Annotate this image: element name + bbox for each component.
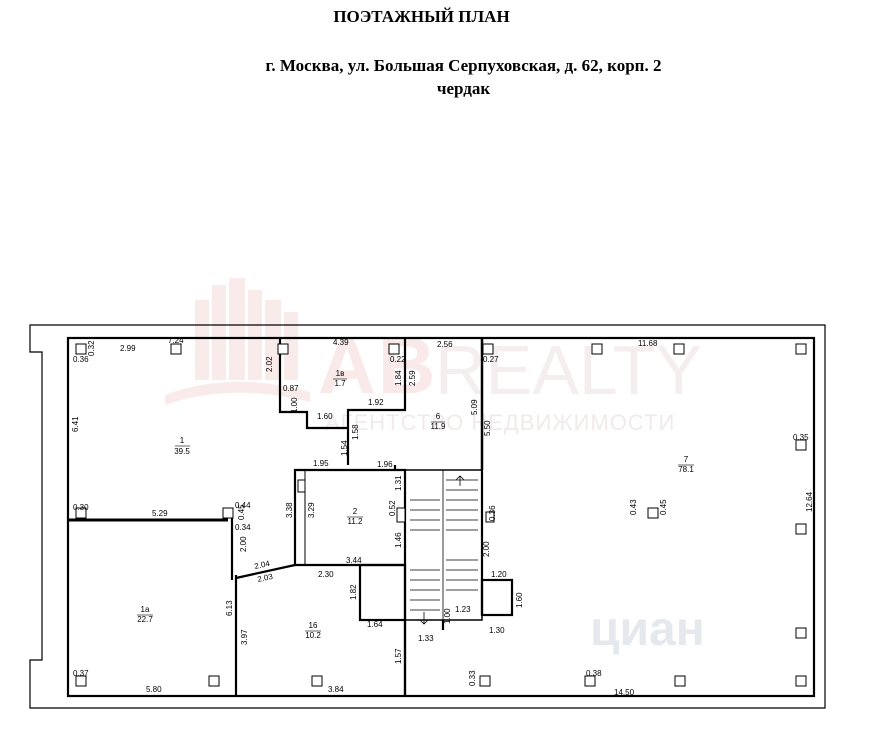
watermark-realty: REALTY [435, 331, 703, 409]
dim-label: 3.29 [307, 502, 316, 518]
dim-label: 0.43 [629, 499, 638, 515]
dim-label: 2.02 [265, 356, 274, 372]
dim-label: 1.57 [394, 648, 403, 664]
room-1v-area: 1.7 [334, 379, 346, 388]
dim-label: 1.95 [313, 459, 329, 468]
room-16-number: 16 [309, 621, 318, 630]
dim-label: 0.52 [388, 500, 397, 516]
dim-label: 0.33 [468, 670, 477, 686]
dim-label: 0.30 [73, 503, 89, 512]
dim-label: 2.30 [318, 570, 334, 579]
dim-label: 0.32 [87, 340, 96, 356]
room-1-number: 1 [180, 436, 185, 445]
dim-label: 2.59 [408, 370, 417, 386]
dim-label: 0.45 [659, 499, 668, 515]
dim-label: 0.87 [283, 384, 299, 393]
building-outline [29, 324, 826, 709]
dim-label: 5.80 [146, 685, 162, 694]
dim-label: 1.00 [443, 608, 452, 624]
dimension-labels: 2.99 7.24 4.39 2.56 11.68 6.41 2.02 0.87… [71, 336, 814, 697]
dim-label: 3.97 [240, 629, 249, 645]
dim-label: 5.09 [470, 399, 479, 415]
room-7-area: 78.1 [678, 465, 694, 474]
dim-label: 6.41 [71, 416, 80, 432]
dim-label: 1.00 [290, 397, 299, 413]
dim-label: 0.27 [483, 355, 499, 364]
dim-label: 5.29 [152, 509, 168, 518]
walls [66, 336, 816, 698]
room-7-number: 7 [684, 455, 689, 464]
dim-label: 1.60 [515, 592, 524, 608]
columns [75, 343, 807, 687]
dim-label: 1.58 [351, 424, 360, 440]
dim-label: 2.00 [482, 541, 491, 557]
room-labels: 1 39.5 1а 22.7 1в 1.7 2 11.2 6 11.9 7 78… [137, 369, 694, 640]
dim-label: 1.33 [418, 634, 434, 643]
dim-label: 6.13 [225, 600, 234, 616]
dim-label: 0.22 [390, 355, 406, 364]
dim-label: 2.56 [437, 340, 453, 349]
dim-label: 0.34 [235, 523, 251, 532]
dim-label: 14.50 [614, 688, 635, 697]
dim-label: 2.99 [120, 344, 136, 353]
dim-label: 1.84 [394, 370, 403, 386]
room-1a-number: 1а [141, 605, 150, 614]
dim-label: 1.31 [394, 475, 403, 491]
dim-label: 3.44 [346, 556, 362, 565]
room-1v-number: 1в [336, 369, 345, 378]
dim-label: 3.84 [328, 685, 344, 694]
room-2-number: 2 [353, 507, 358, 516]
room-16-area: 10.2 [305, 631, 321, 640]
dim-label: 2.03 [257, 572, 275, 584]
dim-label: 1.30 [489, 626, 505, 635]
dim-label: 1.54 [340, 440, 349, 456]
dim-label: 0.36 [488, 505, 497, 521]
staircase [410, 470, 478, 625]
dim-label: 11.68 [638, 339, 658, 348]
dim-label: 12.64 [805, 491, 814, 512]
plan-title: ПОЭТАЖНЫЙ ПЛАН [333, 7, 510, 26]
dim-label: 5.50 [483, 420, 492, 436]
dim-label: 0.38 [586, 669, 602, 678]
dim-label: 1.20 [491, 570, 507, 579]
dim-label: 1.23 [455, 605, 471, 614]
dim-label: 1.64 [367, 620, 383, 629]
dim-label: 2.00 [239, 536, 248, 552]
address-line: г. Москва, ул. Большая Серпуховская, д. … [265, 56, 662, 75]
dim-label: 0.45 [237, 504, 246, 520]
dim-label: 0.35 [793, 433, 809, 442]
floor-label: чердак [436, 79, 491, 98]
watermark-ab: AB [318, 321, 438, 410]
dim-label: 4.39 [333, 338, 349, 347]
room-2-area: 11.2 [348, 517, 364, 526]
room-1a-area: 22.7 [137, 615, 153, 624]
buildings-logo-icon [165, 278, 310, 405]
dim-label: 0.37 [73, 669, 89, 678]
dim-label: 1.60 [317, 412, 333, 421]
room-1-area: 39.5 [174, 447, 190, 456]
dim-label: 2.04 [254, 559, 272, 571]
dim-label: 1.92 [368, 398, 384, 407]
dim-label: 1.96 [377, 460, 393, 469]
dim-label: 3.38 [285, 502, 294, 518]
room-6-number: 6 [436, 412, 441, 421]
dim-label: 7.24 [168, 336, 184, 345]
dim-label: 0.36 [73, 355, 89, 364]
room-6-area: 11.9 [431, 422, 447, 431]
dim-label: 1.46 [394, 532, 403, 548]
dim-label: 1.82 [349, 584, 358, 600]
watermark-agency: АГЕНТСТВО НЕДВИЖИМОСТИ [325, 410, 676, 435]
dim-label: 0.44 [235, 501, 251, 510]
watermark-cian: циан [590, 603, 705, 656]
